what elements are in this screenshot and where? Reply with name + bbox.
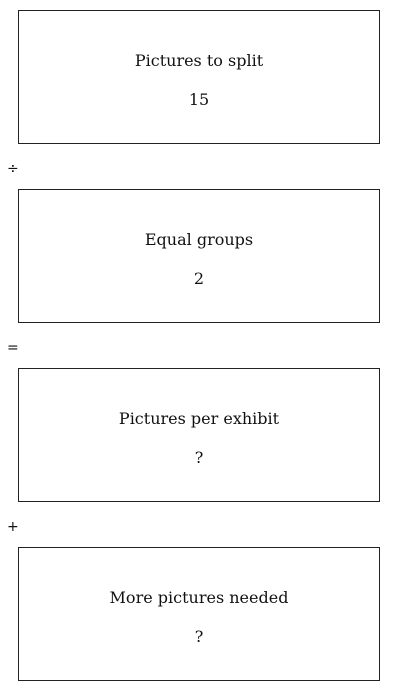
plus-operator: + — [7, 519, 19, 535]
box-label: Equal groups — [144, 230, 254, 249]
equal-groups-box: Equal groups 2 — [18, 189, 380, 323]
more-pictures-needed-box: More pictures needed ? — [18, 547, 380, 681]
box-label: More pictures needed — [109, 588, 289, 607]
box-value: 15 — [188, 90, 210, 109]
box-label: Pictures to split — [134, 51, 264, 70]
divide-operator: ÷ — [7, 161, 19, 177]
pictures-to-split-box: Pictures to split 15 — [18, 10, 380, 144]
box-value: ? — [194, 448, 204, 467]
equals-operator: = — [7, 340, 19, 356]
box-value: ? — [194, 627, 204, 646]
box-label: Pictures per exhibit — [118, 409, 280, 428]
box-value: 2 — [193, 269, 205, 288]
pictures-per-exhibit-box: Pictures per exhibit ? — [18, 368, 380, 502]
